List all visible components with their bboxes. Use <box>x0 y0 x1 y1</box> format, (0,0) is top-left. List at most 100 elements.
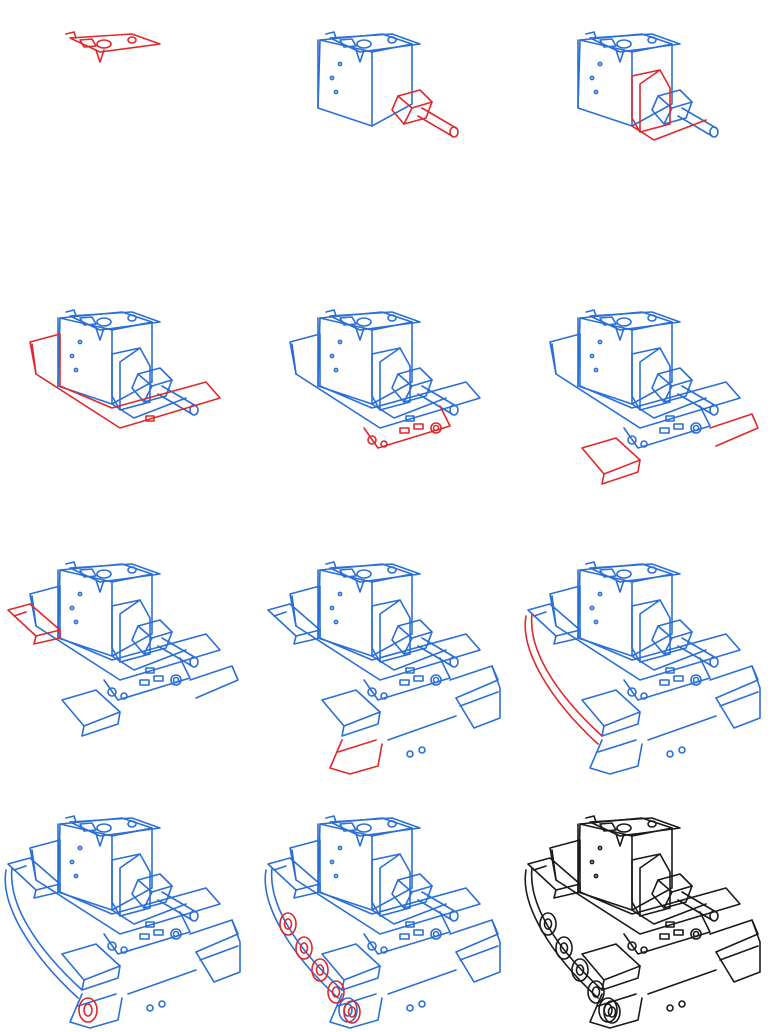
part-turret-body <box>317 33 413 127</box>
sketch-line <box>651 619 693 655</box>
sketch-line <box>33 629 61 645</box>
sketch-line <box>145 921 155 928</box>
sketch-line <box>593 619 599 625</box>
sketch-line <box>103 657 191 701</box>
sketch-line <box>678 1000 686 1008</box>
part-turret-top <box>585 561 681 593</box>
sketch-line <box>161 637 197 659</box>
sketch-line <box>145 415 155 422</box>
sketch-line <box>96 823 112 833</box>
sketch-line <box>337 845 343 851</box>
part-hull-front-plate <box>623 405 711 449</box>
sketch-line <box>4 869 79 999</box>
part-hull-front-plate <box>363 911 451 955</box>
sketch-line <box>59 569 153 583</box>
sketch-line <box>319 317 413 331</box>
sketch-line <box>355 833 365 847</box>
sketch-line <box>325 561 337 569</box>
sketch-line <box>659 427 670 434</box>
part-hull-front-edge <box>631 649 707 671</box>
sketch-line <box>709 126 719 138</box>
sketch-line <box>77 591 83 597</box>
sketch-line <box>579 317 673 331</box>
sketch-line <box>601 711 641 737</box>
part-hull-deck <box>549 333 741 429</box>
sketch-line <box>380 692 388 700</box>
sketch-line <box>585 561 597 569</box>
sketch-line <box>119 347 141 411</box>
sketch-line <box>65 309 77 317</box>
sketch-line <box>585 309 597 317</box>
part-track-fender-front <box>581 413 759 485</box>
sketch-line <box>356 823 372 833</box>
sketch-line <box>616 569 632 579</box>
tank-sketch <box>549 309 759 485</box>
sketch-line <box>172 676 180 684</box>
sketch-line <box>139 679 150 686</box>
sketch-line <box>432 424 440 432</box>
sketch-line <box>391 89 433 125</box>
sketch-line <box>677 393 713 415</box>
sketch-line <box>627 941 637 951</box>
sketch-line <box>131 873 173 909</box>
part-turret-top <box>325 815 421 847</box>
sketch-line <box>29 585 221 681</box>
sketch-line <box>659 933 670 940</box>
sketch-line <box>13 865 27 871</box>
sketch-line <box>119 599 141 663</box>
sketch-line <box>533 611 547 617</box>
step-9 <box>520 516 780 775</box>
sketch-line <box>399 679 410 686</box>
sketch-line <box>455 665 501 729</box>
sketch-line <box>77 339 83 345</box>
sketch-line <box>31 595 37 627</box>
sketch-line <box>343 1000 361 1024</box>
part-right-track-detail <box>647 919 761 1012</box>
sketch-line <box>585 31 597 39</box>
sketch-line <box>417 899 453 921</box>
sketch-line <box>293 629 321 645</box>
sketch-line <box>692 930 700 938</box>
sketch-line <box>651 367 693 403</box>
sketch-line <box>59 823 153 837</box>
sketch-line <box>651 89 693 125</box>
part-mantlet-housing <box>371 853 411 917</box>
sketch-line <box>418 746 426 754</box>
sketch-line <box>31 849 37 881</box>
sketch-line <box>157 645 193 667</box>
sketch-line <box>355 49 365 63</box>
part-track-fender-front <box>61 665 239 737</box>
sketch-line <box>391 873 433 909</box>
sketch-line <box>367 435 377 445</box>
sketch-line <box>659 679 670 686</box>
sketch-line <box>551 595 557 627</box>
sketch-line <box>543 918 553 930</box>
sketch-line <box>65 31 77 39</box>
sketch-line <box>355 327 365 341</box>
sketch-line <box>13 611 27 617</box>
sketch-line <box>355 579 365 593</box>
part-turret-top <box>325 31 421 63</box>
sketch-line <box>337 61 343 67</box>
sketch-line <box>640 946 648 954</box>
sketch-line <box>597 993 637 1007</box>
sketch-line <box>406 750 414 758</box>
sketch-line <box>327 980 345 1004</box>
part-hull-front-edge <box>371 649 447 671</box>
sketch-line <box>589 605 595 611</box>
part-left-fender <box>267 857 321 899</box>
part-mantlet-housing <box>111 599 151 663</box>
sketch-line <box>549 585 741 681</box>
sketch-line <box>421 385 457 407</box>
sketch-line <box>146 1004 154 1012</box>
part-hull-deck <box>29 585 221 681</box>
sketch-line <box>145 667 155 674</box>
sketch-line <box>677 115 713 137</box>
part-hull-front-plate <box>363 405 451 449</box>
sketch-line <box>616 39 632 49</box>
sketch-line <box>603 1000 621 1024</box>
part-mantlet-housing <box>631 69 671 133</box>
sketch-line <box>417 645 453 667</box>
part-mantlet-housing <box>111 853 151 917</box>
part-mantlet-housing <box>111 347 151 411</box>
